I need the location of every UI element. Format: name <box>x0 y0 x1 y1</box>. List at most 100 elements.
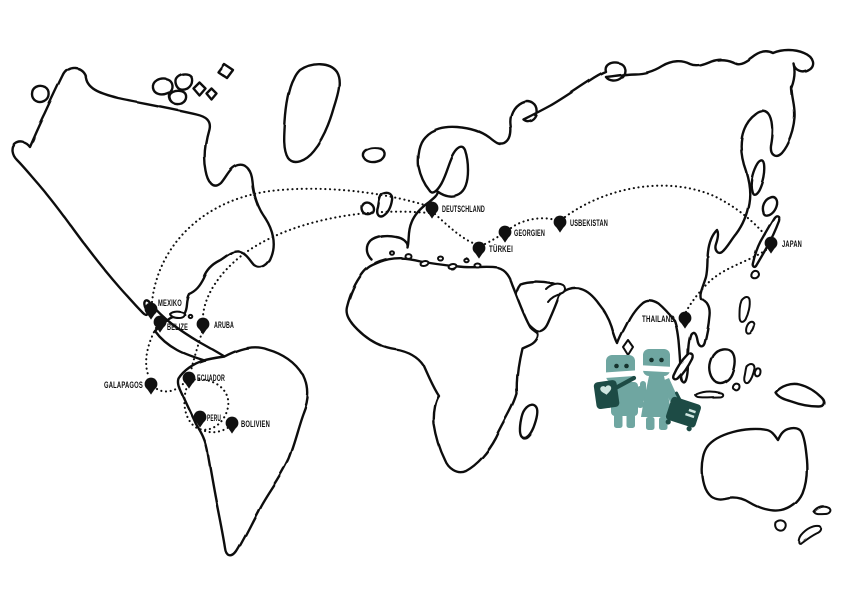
map-pin-bolivien <box>225 416 239 434</box>
robot-right-eye-r <box>659 357 664 363</box>
map-pin-tuerkei <box>472 241 486 259</box>
route-ecuador-peru-loop <box>183 378 230 431</box>
route-georgien-usbekistan <box>509 217 557 230</box>
island-borneo <box>708 347 736 385</box>
island-med-4 <box>447 262 457 270</box>
location-label-deutschland: DEUTSCHLAND <box>442 204 485 215</box>
shoulder-bag <box>593 380 620 410</box>
island-med-7 <box>389 250 395 256</box>
map-pin-thailand <box>678 311 692 329</box>
island-nz-south <box>797 524 822 545</box>
landmass-australia <box>700 426 809 513</box>
map-pin-ecuador <box>182 371 196 389</box>
location-label-tuerkei: TÜRKEI <box>489 244 513 255</box>
suitcase-body <box>665 396 702 428</box>
robot-left-body <box>611 382 638 416</box>
island-japan-south <box>750 269 760 280</box>
landmass-south-america <box>177 346 309 557</box>
island-sumatra <box>672 352 694 381</box>
robot-left-leg-r <box>626 414 635 428</box>
landmass-africa <box>345 257 539 474</box>
robot-travelers <box>593 349 702 432</box>
robot-right-dress <box>641 376 672 417</box>
map-pin-usbekistan <box>553 215 567 233</box>
robot-left-eye-r <box>624 363 629 369</box>
island-philippines-1 <box>738 295 751 323</box>
map-pin-deutschland <box>425 201 439 219</box>
route-aruba-ecuador <box>189 330 204 373</box>
route-tuerkei-georgien <box>483 233 503 246</box>
island-new-guinea <box>774 383 826 409</box>
island-britain <box>376 191 394 218</box>
suitcase-wheel-l <box>665 419 671 425</box>
map-pin-belize <box>153 315 167 333</box>
island-caribbean-dot <box>187 313 193 319</box>
location-label-mexiko: MEXIKO <box>158 298 182 309</box>
island-med-1 <box>404 252 412 260</box>
island-hokkaido <box>761 195 778 217</box>
map-pins <box>144 201 778 434</box>
island-celebes <box>742 362 755 384</box>
location-label-galapagos: GALAPAGOS <box>104 380 143 391</box>
island-arctic-2 <box>173 72 193 91</box>
robot-right-leg-r <box>659 417 668 430</box>
location-label-georgien: GEORGIEN <box>514 228 545 239</box>
route-deutschland-aruba <box>201 210 431 318</box>
heart-icon <box>600 385 612 395</box>
island-arctic-1 <box>151 77 174 96</box>
island-java <box>694 390 724 399</box>
island-ireland <box>360 201 376 216</box>
island-moluccas <box>753 366 761 377</box>
island-med-6 <box>473 262 481 268</box>
robot-right-arm-l <box>640 381 646 401</box>
robot-right-eye-l <box>649 357 654 363</box>
location-label-peru: PERU <box>207 413 221 424</box>
island-nz-north <box>813 505 832 516</box>
route-deutschland-tuerkei <box>433 212 475 245</box>
island-sakhalin <box>750 159 766 196</box>
location-labels: DEUTSCHLAND TÜRKEI GEORGIEN USBEKISTAN J… <box>104 204 802 430</box>
landmass-north-america <box>11 66 275 363</box>
location-label-japan: JAPAN <box>782 239 802 250</box>
map-pin-galapagos <box>144 377 158 395</box>
map-pin-georgien <box>498 225 512 243</box>
robot-left <box>593 355 644 428</box>
island-madagascar <box>519 404 539 440</box>
location-label-thailand: THAILAND <box>642 314 675 325</box>
robot-left-leg-l <box>614 414 623 428</box>
route-peru-bolivien <box>203 425 231 434</box>
route-japan-thailand <box>684 248 768 314</box>
island-arctic-5 <box>204 86 218 101</box>
island-arctic-4 <box>191 80 207 97</box>
location-label-ecuador: ECUADOR <box>197 373 225 384</box>
island-tasmania <box>774 519 788 533</box>
island-moluccas-2 <box>731 382 740 391</box>
island-med-2 <box>419 259 429 267</box>
island-cuba <box>169 310 186 319</box>
island-arctic-6 <box>216 62 235 80</box>
location-label-bolivien: BOLIVIEN <box>241 419 270 430</box>
map-pin-japan <box>764 236 778 254</box>
travel-routes <box>145 184 768 434</box>
map-pin-mexiko <box>144 302 158 320</box>
suitcase-sticker-2 <box>685 412 695 419</box>
robot-left-face-band <box>604 370 637 379</box>
island-med-5 <box>462 257 470 263</box>
location-label-usbekistan: USBEKISTAN <box>570 218 608 229</box>
suitcase-wheel-r <box>686 426 692 432</box>
route-belize-galapagos <box>145 326 158 379</box>
island-philippines-2 <box>744 320 755 335</box>
route-galapagos-ecuador <box>155 382 185 393</box>
robot-left-eye-l <box>614 363 619 369</box>
island-alaska-knob <box>31 85 51 105</box>
landmass-greenland <box>282 63 341 164</box>
suitcase-sticker-1 <box>688 408 696 414</box>
rolling-suitcase <box>665 391 702 432</box>
island-iceland <box>361 146 386 164</box>
robot-right-face-band <box>640 365 673 373</box>
island-arctic-3 <box>167 89 187 105</box>
coast-persian-gulf <box>545 282 567 303</box>
location-label-belize: BELIZE <box>167 322 188 333</box>
